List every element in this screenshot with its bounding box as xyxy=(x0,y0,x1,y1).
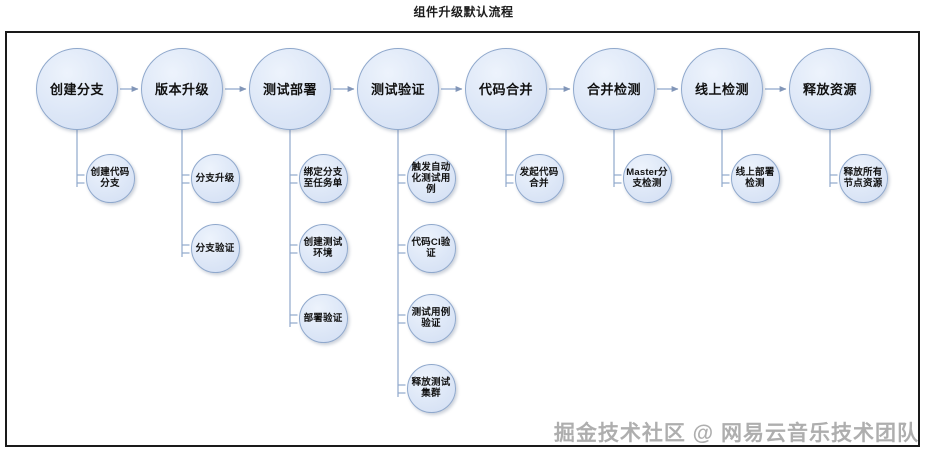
subtask-node-label: 触发自动化测试用例 xyxy=(411,161,451,195)
subtask-node-4-4[interactable]: 释放测试集群 xyxy=(406,363,456,413)
stage-node-2[interactable]: 版本升级 xyxy=(141,48,223,130)
stage-node-label: 释放资源 xyxy=(802,81,857,97)
tree-connectors xyxy=(76,130,838,397)
subtask-node-label: 绑定分支至任务单 xyxy=(303,167,343,189)
stage-node-label: 测试验证 xyxy=(370,81,425,97)
subtask-node-label: 释放测试集群 xyxy=(411,377,451,399)
subtask-node-label: 创建测试环境 xyxy=(303,237,343,259)
connector-layer xyxy=(76,86,838,397)
subtask-node-label: 发起代码合并 xyxy=(519,167,559,189)
diagram-canvas: 创建分支创建代码分支 版本升级分支升级分支验证 测试部署绑定分支至任务单创建测试环境… xyxy=(5,31,920,447)
subtask-node-label: 创建代码分支 xyxy=(90,167,130,189)
stage-node-4[interactable]: 测试验证 xyxy=(357,48,439,130)
stage-node-5[interactable]: 代码合并 xyxy=(465,48,547,130)
subtask-node-1-1[interactable]: 创建代码分支 xyxy=(85,153,135,203)
subtask-node-label: 测试用例验证 xyxy=(411,307,451,329)
stage-node-3[interactable]: 测试部署 xyxy=(249,48,331,130)
subtask-node-label: 部署验证 xyxy=(303,312,343,324)
subtask-node-5-1[interactable]: 发起代码合并 xyxy=(514,153,564,203)
subtask-node-2-1[interactable]: 分支升级 xyxy=(190,153,240,203)
subtask-node-label: 线上部署检测 xyxy=(735,167,775,189)
subtask-node-3-2[interactable]: 创建测试环境 xyxy=(298,223,348,273)
stage-node-8[interactable]: 释放资源 xyxy=(789,48,871,130)
subtask-node-4-1[interactable]: 触发自动化测试用例 xyxy=(406,153,456,203)
stage-node-label: 测试部署 xyxy=(262,81,317,97)
subtask-node-2-2[interactable]: 分支验证 xyxy=(190,223,240,273)
subtask-node-8-1[interactable]: 释放所有节点资源 xyxy=(838,153,888,203)
subtask-node-3-1[interactable]: 绑定分支至任务单 xyxy=(298,153,348,203)
subtask-node-label: 分支升级 xyxy=(195,172,235,184)
stage-node-label: 版本升级 xyxy=(154,81,209,97)
stage-node-label: 代码合并 xyxy=(478,81,533,97)
stage-node-6[interactable]: 合并检测 xyxy=(573,48,655,130)
stage-node-1[interactable]: 创建分支 xyxy=(36,48,118,130)
stage-node-7[interactable]: 线上检测 xyxy=(681,48,763,130)
stage-node-label: 创建分支 xyxy=(49,81,104,97)
subtask-node-3-3[interactable]: 部署验证 xyxy=(298,293,348,343)
page-title: 组件升级默认流程 xyxy=(413,5,514,19)
subtask-node-6-1[interactable]: Master分支检测 xyxy=(622,153,672,203)
subtask-node-label: 分支验证 xyxy=(195,242,235,254)
subtask-node-7-1[interactable]: 线上部署检测 xyxy=(730,153,780,203)
subtask-node-label: 释放所有节点资源 xyxy=(843,167,883,189)
subtask-node-label: 代码CI验证 xyxy=(411,237,451,259)
subtask-node-4-3[interactable]: 测试用例验证 xyxy=(406,293,456,343)
subtask-node-4-2[interactable]: 代码CI验证 xyxy=(406,223,456,273)
stage-node-label: 线上检测 xyxy=(694,81,749,97)
stage-node-label: 合并检测 xyxy=(586,81,641,97)
subtask-node-label: Master分支检测 xyxy=(626,167,668,189)
